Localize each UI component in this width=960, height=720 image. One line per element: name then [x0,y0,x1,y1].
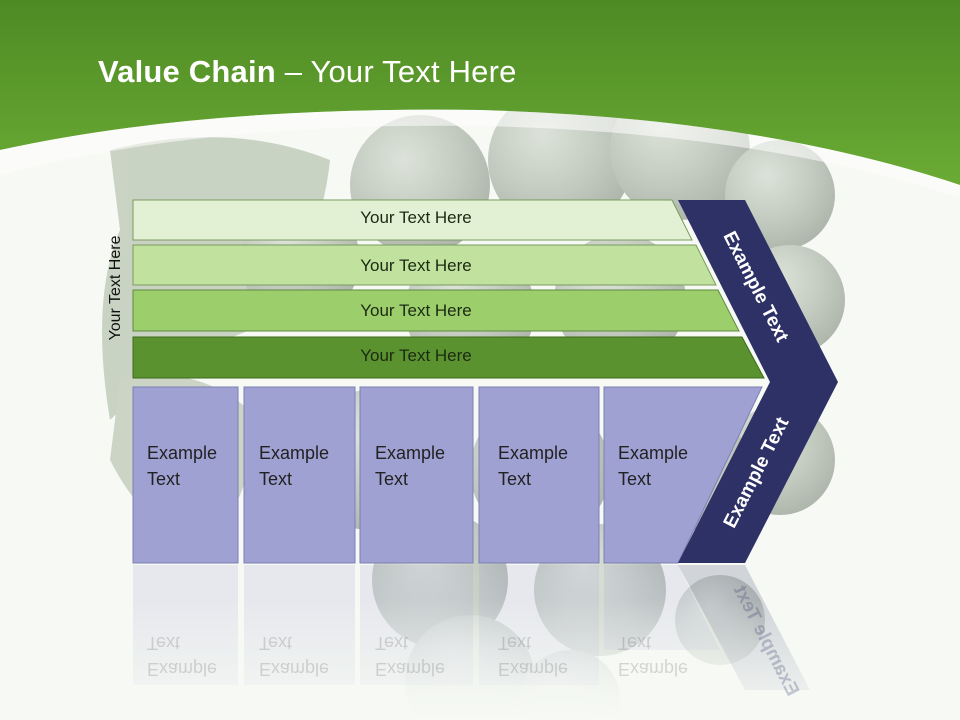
reflection-line2: Text [618,633,652,653]
row-bar-4 [132,336,765,379]
column-text-1-line1: Example [147,443,218,463]
value-chain-rows [132,199,765,379]
column-text-5-line1: Example [618,443,689,463]
row-label-1: Your Text Here [360,208,472,227]
reflection-line2: Text [147,633,181,653]
column-text-4-line1: Example [498,443,569,463]
slide-title: Value Chain – Your Text Here [98,54,517,90]
row-label-4: Your Text Here [360,346,472,365]
reflection-line1: Example [147,659,218,679]
column-text-4-reflection: Example Text [498,630,568,682]
title-rest: – Your Text Here [275,54,517,89]
column-box-3 [359,386,474,564]
title-bold: Value Chain [98,54,276,89]
row-label-3: Your Text Here [360,301,472,320]
column-text-3-reflection: Example Text [375,630,445,682]
column-text-1-reflection: Example Text [147,630,217,682]
column-box-2 [243,386,356,564]
column-text-2-line2: Text [259,469,293,489]
reflection-line2: Text [375,633,409,653]
column-text-4-line2: Text [498,469,532,489]
reflection-line1: Example [618,659,689,679]
row-bar-1 [132,199,693,241]
column-text-5-reflection: Example Text [618,630,688,682]
column-box-4 [478,386,600,564]
column-box-1 [132,386,239,564]
reflection-line2: Text [259,633,293,653]
reflection-line1: Example [259,659,330,679]
reflection-line2: Text [498,633,532,653]
value-chain-columns [132,386,763,564]
column-text-3-line1: Example [375,443,446,463]
row-label-2: Your Text Here [360,256,472,275]
side-vertical-label: Your Text Here [107,235,124,341]
reflection-line1: Example [498,659,569,679]
column-text-1-line2: Text [147,469,181,489]
column-text-3-line2: Text [375,469,409,489]
reflection-line1: Example [375,659,446,679]
green-header-band [0,0,960,185]
margin-chevron [678,200,838,563]
column-text-2-reflection: Example Text [259,630,329,682]
row-bar-3 [132,289,740,332]
row-bar-2 [132,244,717,286]
column-text-5-line2: Text [618,469,652,489]
column-text-2-line1: Example [259,443,330,463]
